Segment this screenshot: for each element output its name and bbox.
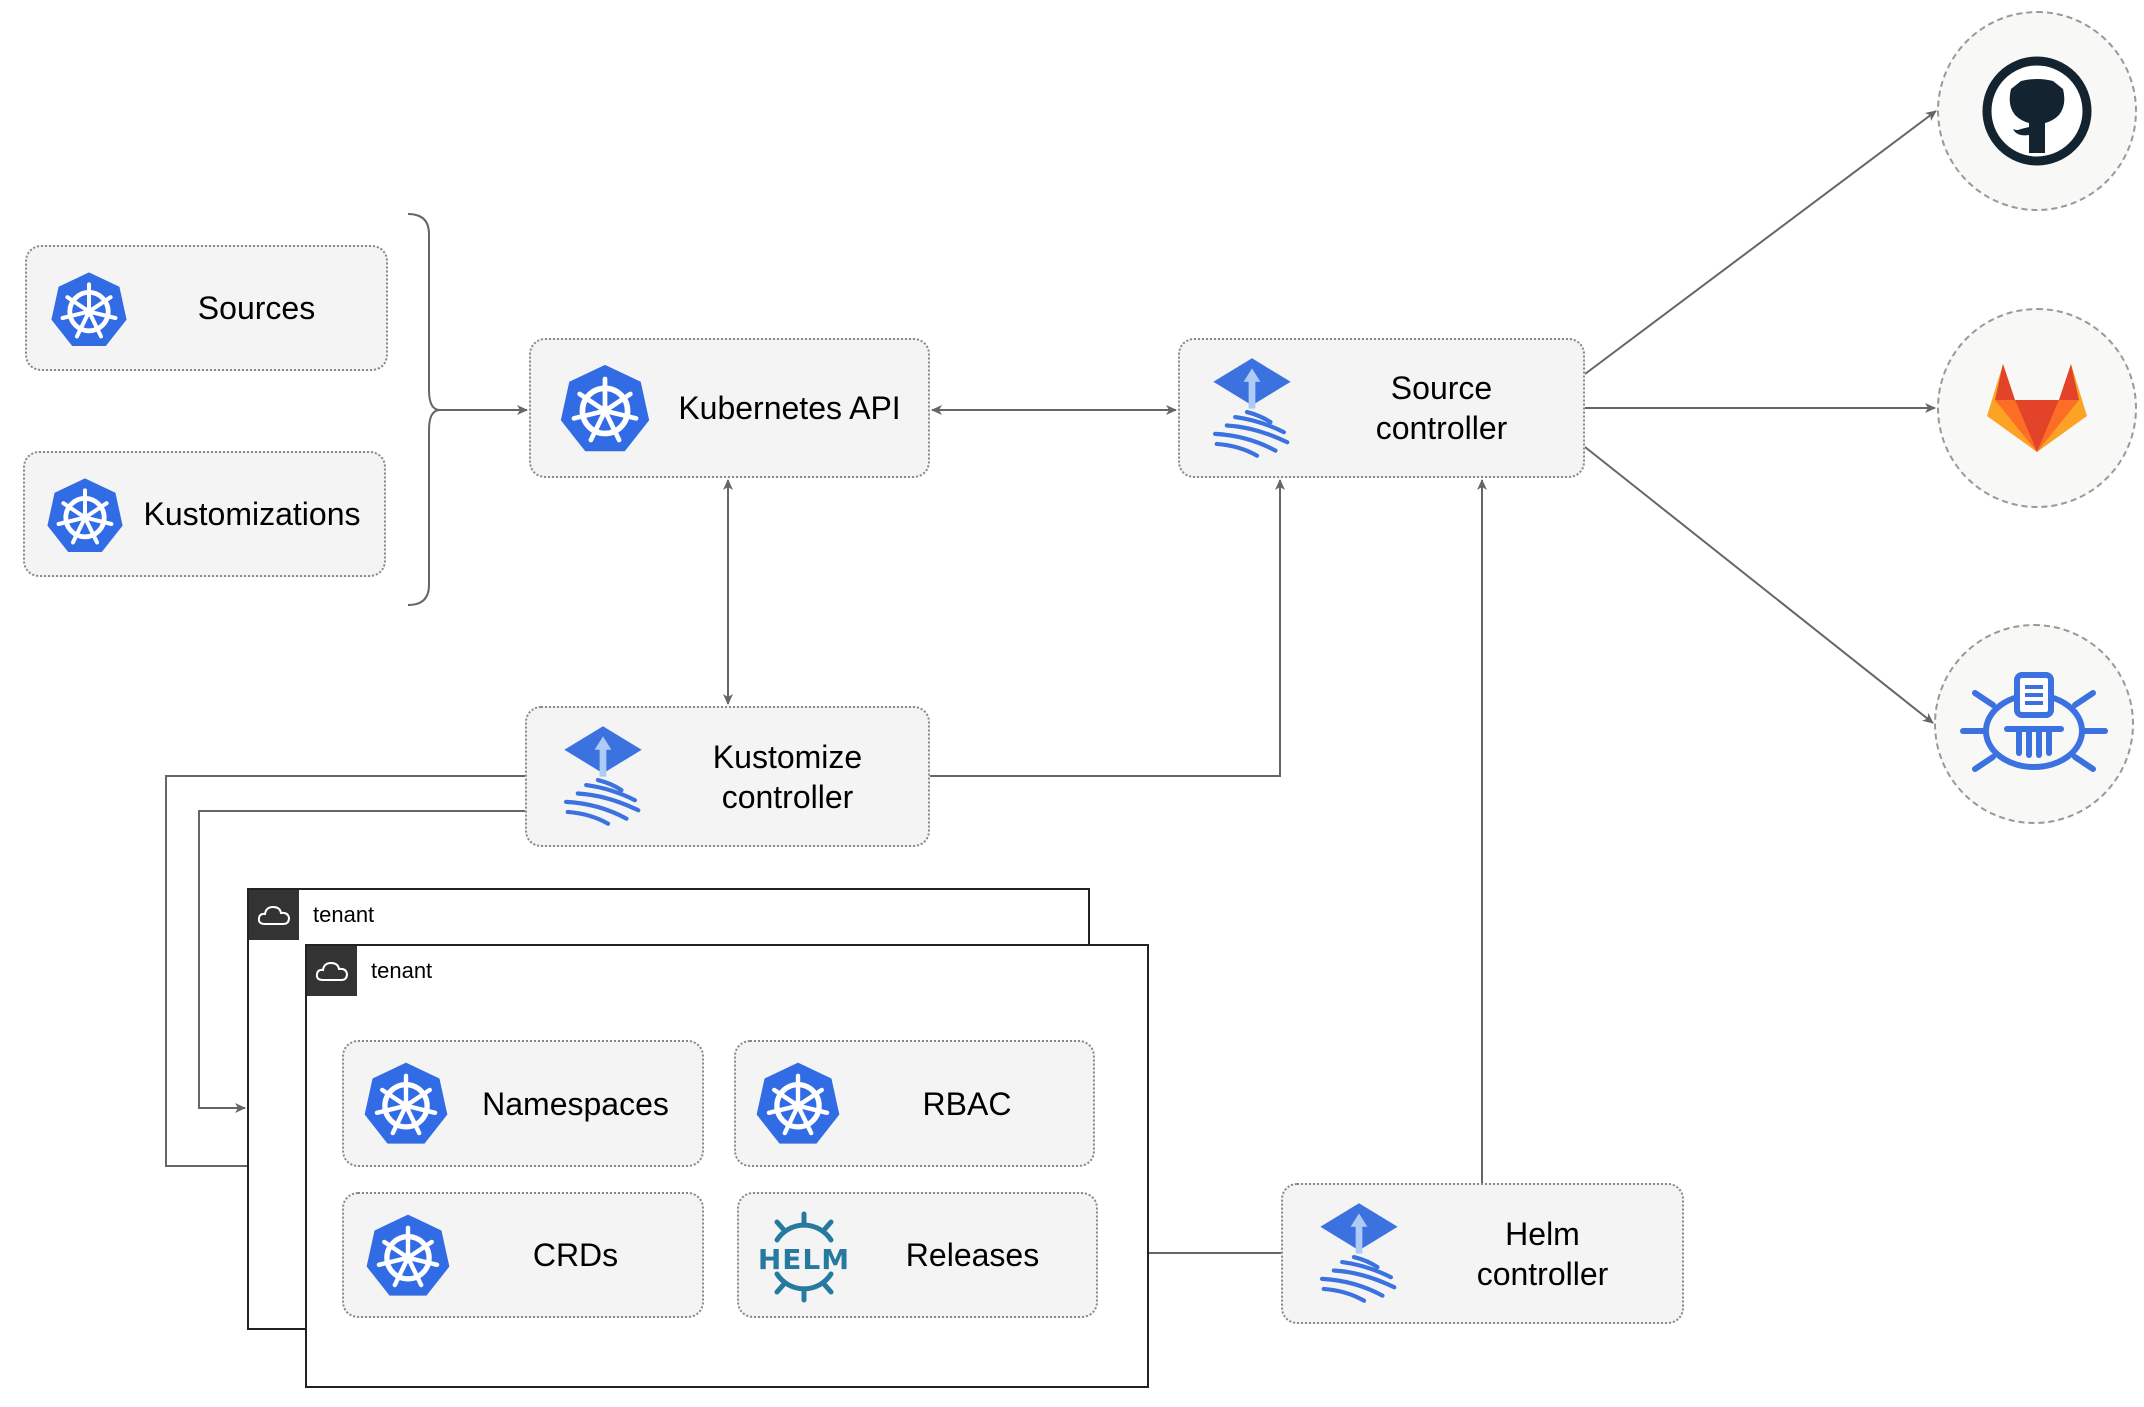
- namespaces-node[interactable]: Namespaces: [342, 1040, 704, 1167]
- sources-node[interactable]: Sources: [25, 245, 388, 371]
- cloud-icon: [249, 890, 299, 940]
- label-line: Kustomize: [712, 738, 863, 775]
- label-line: controller: [1375, 410, 1508, 446]
- kubernetes-api-label: Kubernetes API: [678, 390, 901, 426]
- flux-icon: [561, 720, 645, 830]
- flux-icon: [1317, 1197, 1401, 1307]
- kubernetes-api-node[interactable]: Kubernetes API: [529, 338, 930, 478]
- source-to-github-arrow: [1584, 110, 1937, 375]
- brace: [407, 213, 441, 606]
- label-line: Source: [1390, 370, 1493, 406]
- gitlab-icon: [1987, 364, 2087, 452]
- releases-node[interactable]: HELM Releases: [737, 1192, 1098, 1318]
- flux-icon: [1210, 352, 1294, 462]
- crds-node[interactable]: CRDs: [342, 1192, 704, 1318]
- source-controller-node[interactable]: Source controller: [1178, 338, 1585, 478]
- tenant-label: tenant: [313, 902, 375, 927]
- kubernetes-icon: [49, 270, 129, 350]
- helm-wordmark: HELM: [757, 1243, 851, 1276]
- kubernetes-icon: [754, 1060, 842, 1148]
- bucket-node[interactable]: [1934, 624, 2134, 824]
- kubernetes-icon: [362, 1060, 450, 1148]
- helm-icon: HELM: [757, 1210, 851, 1304]
- tenant-label: tenant: [371, 958, 433, 983]
- kustomizations-node[interactable]: Kustomizations: [23, 451, 386, 577]
- kustomize-controller-label: Kustomize controller: [677, 737, 898, 817]
- crds-label: CRDs: [532, 1237, 619, 1273]
- rbac-label: RBAC: [922, 1085, 1012, 1122]
- kustomizations-label: Kustomizations: [143, 496, 361, 532]
- label-line: Helm: [1505, 1215, 1580, 1252]
- bucket-icon: [1960, 672, 2108, 772]
- source-controller-label: Source controller: [1330, 368, 1553, 448]
- kustomize-to-source-controller-arrow: [930, 479, 1285, 777]
- sources-label: Sources: [197, 290, 316, 326]
- helm-controller-node[interactable]: Helm controller: [1281, 1183, 1684, 1324]
- github-icon: [1982, 56, 2092, 166]
- kustomize-controller-node[interactable]: Kustomize controller: [525, 706, 930, 847]
- kustomize-to-tenant-front-arrow: [165, 775, 525, 1171]
- kubernetes-icon: [364, 1212, 452, 1300]
- kustomize-to-tenant-back-arrow: [198, 810, 525, 1113]
- namespaces-label: Namespaces: [482, 1085, 669, 1122]
- github-node[interactable]: [1937, 11, 2137, 211]
- gitlab-node[interactable]: [1937, 308, 2137, 508]
- kubernetes-icon: [558, 362, 652, 456]
- rbac-node[interactable]: RBAC: [734, 1040, 1095, 1167]
- releases-label: Releases: [905, 1237, 1040, 1273]
- kubernetes-icon: [45, 476, 125, 556]
- source-to-bucket-arrow: [1584, 446, 1934, 724]
- label-line: controller: [721, 778, 854, 815]
- label-line: controller: [1476, 1255, 1609, 1292]
- cloud-icon: [307, 946, 357, 996]
- helm-controller-label: Helm controller: [1433, 1214, 1652, 1294]
